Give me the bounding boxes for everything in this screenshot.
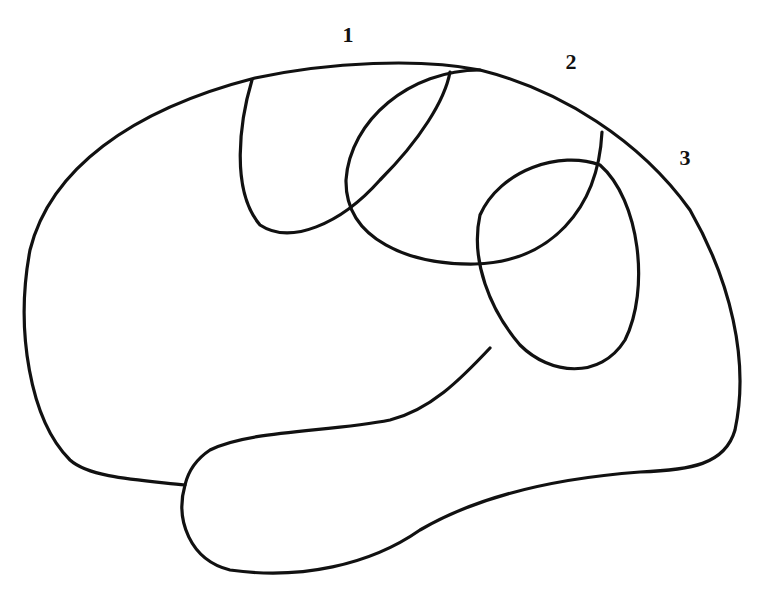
callout-number: 2	[566, 51, 577, 73]
area-loop	[240, 72, 450, 233]
lateral-fissure	[185, 348, 490, 485]
callout-number: 1	[343, 24, 354, 46]
area-loop	[346, 70, 602, 264]
area-loop	[477, 160, 638, 369]
brain-outline	[24, 63, 740, 573]
callout-number: 3	[680, 147, 691, 169]
